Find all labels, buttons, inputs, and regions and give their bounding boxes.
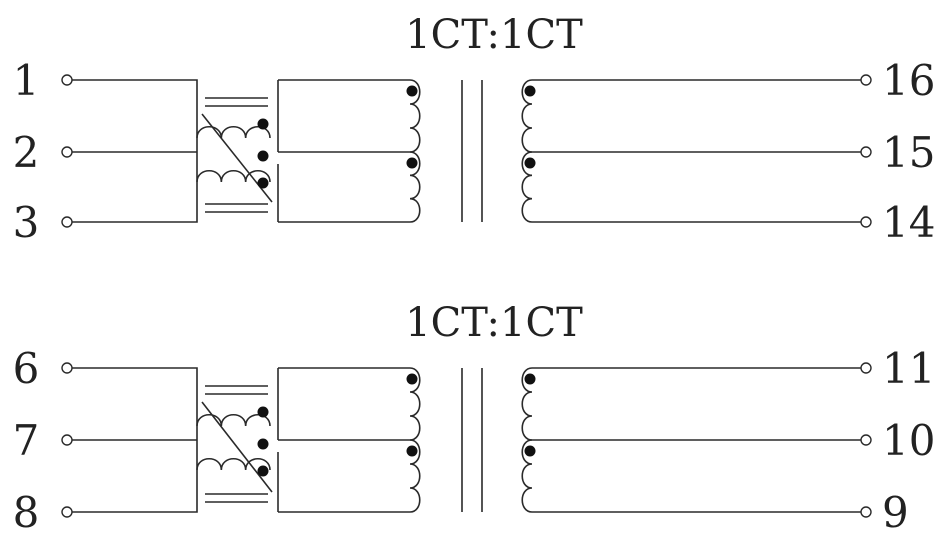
pin-terminal-14 bbox=[860, 216, 872, 228]
pin-label-8: 8 bbox=[13, 488, 40, 537]
pin-terminal-8 bbox=[61, 506, 73, 518]
ratio-label: 1CT:1CT bbox=[405, 12, 583, 58]
secondary-winding-upper bbox=[521, 367, 533, 441]
secondary-winding-upper bbox=[521, 79, 533, 153]
pin-label-1: 1 bbox=[13, 56, 40, 105]
pin-terminal-11 bbox=[860, 362, 872, 374]
secondary-winding-lower bbox=[521, 439, 533, 513]
pin-label-9: 9 bbox=[882, 488, 909, 537]
pin-label-2: 2 bbox=[13, 128, 40, 177]
choke-winding-top bbox=[196, 413, 271, 427]
pin-label-11: 11 bbox=[882, 344, 935, 393]
choke-winding-bottom bbox=[196, 457, 271, 471]
choke-polarity-dot-2 bbox=[257, 150, 269, 162]
pin-label-3: 3 bbox=[13, 198, 40, 247]
pin-label-16: 16 bbox=[882, 56, 935, 105]
secondary-polarity-dot-2 bbox=[524, 445, 536, 457]
pin-label-10: 10 bbox=[882, 416, 935, 465]
ratio-label: 1CT:1CT bbox=[405, 300, 583, 346]
pin-terminal-16 bbox=[860, 74, 872, 86]
pin-label-7: 7 bbox=[13, 416, 40, 465]
choke-polarity-dot-1 bbox=[257, 118, 269, 130]
pin-label-14: 14 bbox=[882, 198, 935, 247]
choke-polarity-dot-3 bbox=[257, 465, 269, 477]
primary-winding-upper bbox=[409, 79, 421, 153]
secondary-polarity-dot-1 bbox=[524, 373, 536, 385]
primary-polarity-dot-1 bbox=[406, 85, 418, 97]
transformer-block-1: 1CT:1CT 1 2 3 16 15 14 bbox=[13, 12, 936, 247]
choke-winding-top bbox=[196, 125, 271, 139]
choke-polarity-dot-3 bbox=[257, 177, 269, 189]
choke-polarity-dot-2 bbox=[257, 438, 269, 450]
choke-winding-bottom bbox=[196, 169, 271, 183]
primary-winding-upper bbox=[409, 367, 421, 441]
secondary-polarity-dot-1 bbox=[524, 85, 536, 97]
choke-polarity-dot-1 bbox=[257, 406, 269, 418]
pin-terminal-2 bbox=[61, 146, 73, 158]
secondary-polarity-dot-2 bbox=[524, 157, 536, 169]
primary-winding-lower bbox=[409, 151, 421, 223]
choke-diagonal bbox=[201, 401, 273, 493]
pin-label-15: 15 bbox=[882, 128, 935, 177]
pin-terminal-9 bbox=[860, 506, 872, 518]
primary-winding-lower bbox=[409, 439, 421, 513]
primary-polarity-dot-1 bbox=[406, 373, 418, 385]
transformer-block-2: 1CT:1CT 6 7 8 11 10 9 bbox=[13, 300, 936, 537]
pin-terminal-7 bbox=[61, 434, 73, 446]
pin-terminal-6 bbox=[61, 362, 73, 374]
primary-polarity-dot-2 bbox=[406, 445, 418, 457]
pin-terminal-10 bbox=[860, 434, 872, 446]
secondary-winding-lower bbox=[521, 151, 533, 223]
primary-polarity-dot-2 bbox=[406, 157, 418, 169]
pin-label-6: 6 bbox=[13, 344, 40, 393]
pin-terminal-3 bbox=[61, 216, 73, 228]
pin-terminal-15 bbox=[860, 146, 872, 158]
left-outer-wire bbox=[72, 79, 198, 223]
pin-terminal-1 bbox=[61, 74, 73, 86]
